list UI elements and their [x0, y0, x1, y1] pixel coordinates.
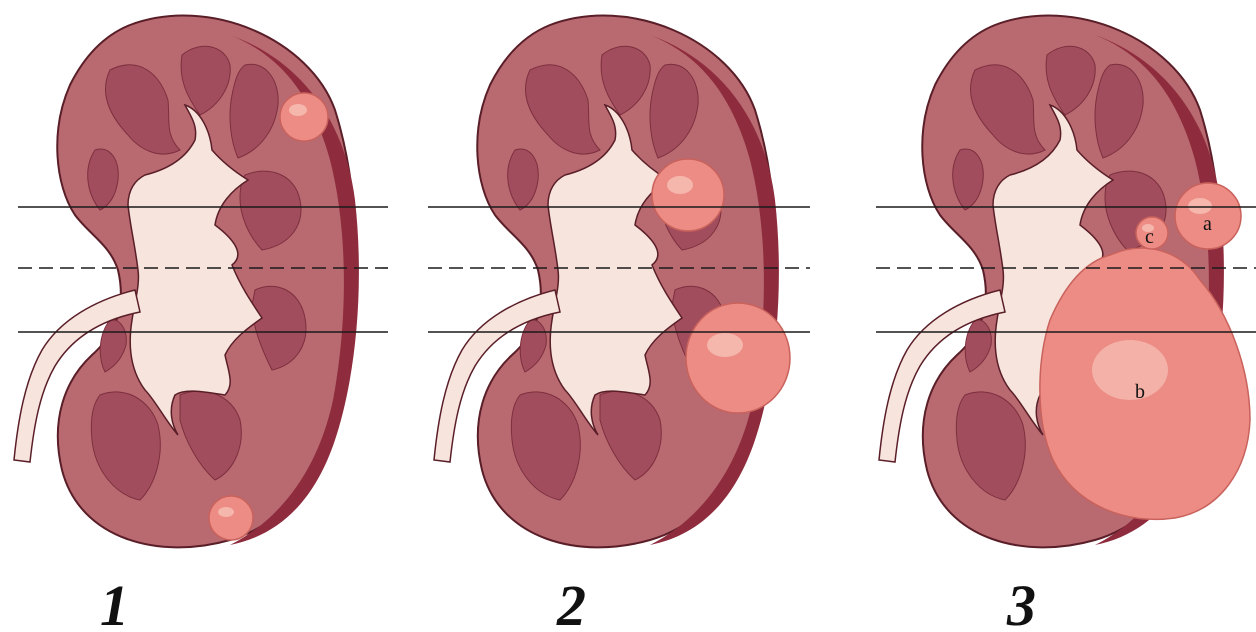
- kidney-panel-2: 2: [434, 16, 790, 632]
- tumor-label-a: a: [1203, 213, 1212, 235]
- kidney-panel-3: a b c 3: [879, 16, 1250, 632]
- panel-number-1: 1: [100, 573, 129, 632]
- tumor-upper: [280, 93, 328, 141]
- panel-number-2: 2: [556, 573, 586, 632]
- tumor-label-c: c: [1145, 226, 1154, 248]
- tumor-exophytic: [686, 303, 790, 413]
- kidney-panel-1: 1: [14, 16, 359, 632]
- tumor-lower: [209, 496, 253, 540]
- tumor-middle: [652, 159, 724, 231]
- tumor-label-b: b: [1135, 381, 1145, 403]
- panel-number-3: 3: [1006, 573, 1036, 632]
- kidney-2: [434, 16, 779, 548]
